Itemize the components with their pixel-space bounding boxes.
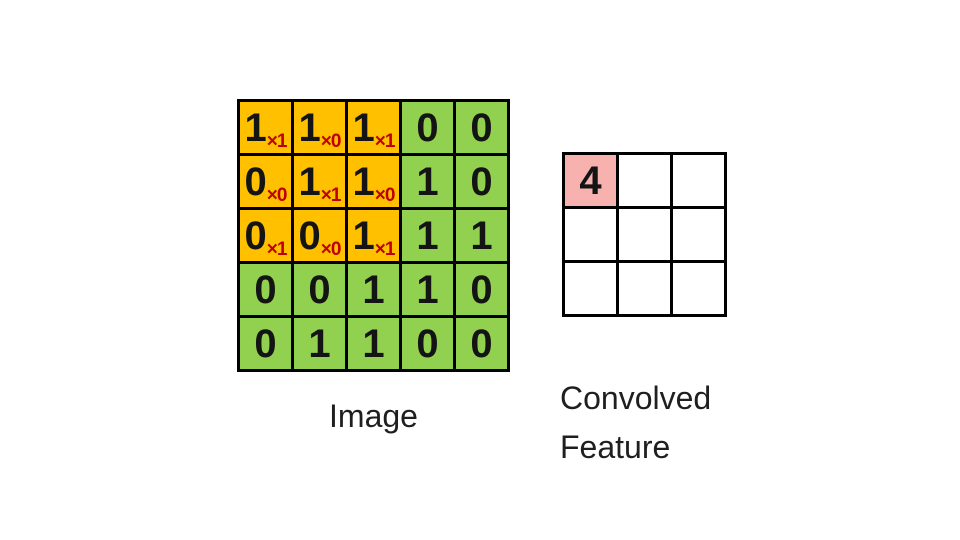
- cell-value: 1: [244, 105, 267, 150]
- image-cell-r0c4: 0: [456, 102, 507, 153]
- output-cell-r1c1: [619, 209, 670, 260]
- image-cell-r2c2: 1×1: [348, 210, 399, 261]
- image-cell-r1c1: 1×1: [294, 156, 345, 207]
- cell-value: 0: [470, 159, 493, 204]
- output-cell-r0c2: [673, 155, 724, 206]
- cell-value: 1: [308, 321, 331, 366]
- image-cell-r4c4: 0: [456, 318, 507, 369]
- image-cell-r3c1: 0: [294, 264, 345, 315]
- cell-value: 0: [470, 105, 493, 150]
- cell-value: 0: [244, 213, 267, 258]
- cell-value: 0: [254, 321, 277, 366]
- image-cell-r4c0: 0: [240, 318, 291, 369]
- kernel-multiplier: ×0: [320, 239, 342, 260]
- kernel-multiplier: ×0: [266, 185, 288, 206]
- image-label: Image: [329, 398, 418, 434]
- image-cell-r2c1: 0×0: [294, 210, 345, 261]
- cell-value: 1: [362, 321, 385, 366]
- convolved-feature-grid: 4: [562, 152, 727, 317]
- cell-value: 1: [298, 159, 321, 204]
- kernel-multiplier: ×1: [320, 185, 342, 206]
- cell-value: 0: [254, 267, 277, 312]
- cell-value: 0: [416, 321, 439, 366]
- kernel-multiplier: ×1: [374, 131, 396, 152]
- cell-value: 1: [362, 267, 385, 312]
- cell-value: 1: [352, 105, 375, 150]
- output-cell-r0c1: [619, 155, 670, 206]
- image-cell-r1c4: 0: [456, 156, 507, 207]
- kernel-multiplier: ×1: [266, 131, 288, 152]
- image-cell-r3c2: 1: [348, 264, 399, 315]
- cell-value: 1: [470, 213, 493, 258]
- image-cell-r0c3: 0: [402, 102, 453, 153]
- image-cell-r1c3: 1: [402, 156, 453, 207]
- image-cell-r3c4: 0: [456, 264, 507, 315]
- image-cell-r0c2: 1×1: [348, 102, 399, 153]
- kernel-multiplier: ×1: [266, 239, 288, 260]
- cell-value: 1: [416, 213, 439, 258]
- image-cell-r3c0: 0: [240, 264, 291, 315]
- output-cell-r2c0: [565, 263, 616, 314]
- cell-value: 1: [416, 159, 439, 204]
- cell-value: 4: [579, 158, 602, 203]
- cell-value: 0: [298, 213, 321, 258]
- output-cell-r1c0: [565, 209, 616, 260]
- image-cell-r0c0: 1×1: [240, 102, 291, 153]
- image-cell-r3c3: 1: [402, 264, 453, 315]
- image-cell-r0c1: 1×0: [294, 102, 345, 153]
- image-cell-r1c2: 1×0: [348, 156, 399, 207]
- output-cell-r2c2: [673, 263, 724, 314]
- cell-value: 0: [244, 159, 267, 204]
- convolved-feature-label: Convolved Feature: [560, 380, 712, 465]
- image-cell-r1c0: 0×0: [240, 156, 291, 207]
- cell-value: 1: [352, 213, 375, 258]
- kernel-multiplier: ×0: [374, 185, 396, 206]
- image-cell-r4c3: 0: [402, 318, 453, 369]
- cell-value: 0: [308, 267, 331, 312]
- cell-value: 1: [352, 159, 375, 204]
- output-cell-r0c0: 4: [565, 155, 616, 206]
- cell-value: 1: [416, 267, 439, 312]
- cell-value: 0: [416, 105, 439, 150]
- output-cell-r1c2: [673, 209, 724, 260]
- image-cell-r2c3: 1: [402, 210, 453, 261]
- kernel-multiplier: ×1: [374, 239, 396, 260]
- image-cell-r4c2: 1: [348, 318, 399, 369]
- cell-value: 1: [298, 105, 321, 150]
- image-cell-r2c4: 1: [456, 210, 507, 261]
- kernel-multiplier: ×0: [320, 131, 342, 152]
- output-cell-r2c1: [619, 263, 670, 314]
- image-cell-r4c1: 1: [294, 318, 345, 369]
- cell-value: 0: [470, 321, 493, 366]
- image-cell-r2c0: 0×1: [240, 210, 291, 261]
- cell-value: 0: [470, 267, 493, 312]
